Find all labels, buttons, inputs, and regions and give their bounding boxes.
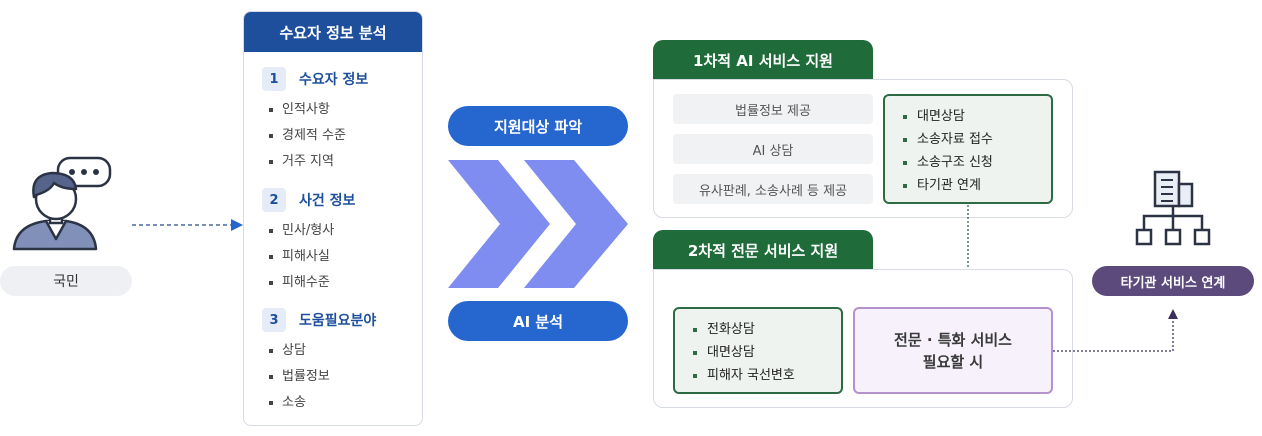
citizen-label: 국민 [0,266,132,296]
list-item: 피해수준 [262,270,355,296]
list-item: 피해자 국선변호 [687,364,841,387]
section-number: 2 [262,188,286,212]
analysis-panel: 수요자 정보 분석 1 수요자 정보 인적사항 경제적 수준 거주 지역 2 사… [243,11,423,426]
first-service-offline-box: 대면상담 소송자료 접수 소송구조 신청 타기관 연계 [883,94,1053,204]
section-title: 도움필요분야 [299,310,376,330]
list-item: 대면상담 [687,341,841,364]
first-service-tab: 1차적 AI 서비스 지원 [653,40,873,80]
citizen-arrow [130,218,245,232]
special-service-line1: 전문 · 특화 서비스 [894,329,1012,351]
section-requester-info: 1 수요자 정보 인적사항 경제적 수준 거주 지역 [262,67,368,175]
second-service-tab: 2차적 전문 서비스 지원 [653,230,873,270]
identify-target-pill: 지원대상 파악 [448,106,628,146]
list-item: 경제적 수준 [262,123,368,149]
section-title: 수요자 정보 [299,69,368,89]
list-item: 소송구조 신청 [897,151,1051,174]
list-item: 민사/형사 [262,218,355,244]
list-item: 피해사실 [262,244,355,270]
section-help-area: 3 도움필요분야 상담 법률정보 소송 [262,308,376,416]
citizen-icon [10,155,116,253]
list-item: 거주 지역 [262,149,368,175]
first-service-item: 법률정보 제공 [673,94,873,124]
list-item: 소송 [262,390,376,416]
special-service-line2: 필요할 시 [923,351,983,373]
list-item: 상담 [262,338,376,364]
list-item: 인적사항 [262,97,368,123]
list-item: 법률정보 [262,364,376,390]
section-number: 1 [262,67,286,91]
list-item: 타기관 연계 [897,174,1051,197]
special-service-box: 전문 · 특화 서비스 필요할 시 [853,307,1053,394]
agency-network-icon [1132,170,1214,248]
section-case-info: 2 사건 정보 민사/형사 피해사실 피해수준 [262,188,355,296]
first-service-item: AI 상담 [673,134,873,164]
list-item: 대면상담 [897,105,1051,128]
agency-connector-arrow [1053,304,1183,354]
list-item: 전화상담 [687,318,841,341]
list-item: 소송자료 접수 [897,128,1051,151]
section-title: 사건 정보 [299,190,355,210]
other-agency-pill: 타기관 서비스 연계 [1092,266,1254,296]
chevron-arrows-icon [448,160,630,288]
analysis-panel-title: 수요자 정보 분석 [244,12,422,52]
first-service-item: 유사판례, 소송사례 등 제공 [673,174,873,204]
ai-analysis-pill: AI 분석 [448,301,628,341]
section-number: 3 [262,308,286,332]
second-service-consult-box: 전화상담 대면상담 피해자 국선변호 [673,307,843,394]
